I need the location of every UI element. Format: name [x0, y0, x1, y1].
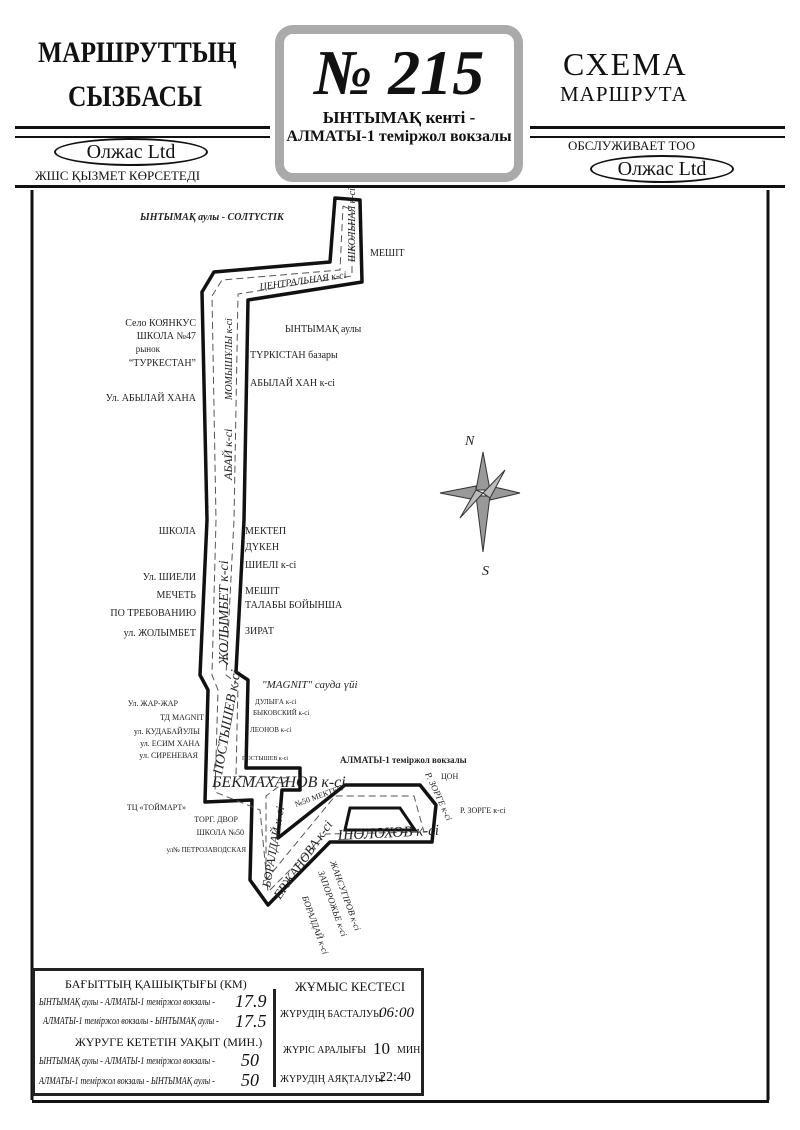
stop-label: ШКОЛА №47: [137, 331, 196, 342]
left-title-line2: СЫЗБАСЫ: [68, 80, 203, 113]
end-label: ЖҮРУДІҢ АЯҚТАЛУЫ: [280, 1074, 384, 1085]
stop-label: Ул. АБЫЛАЙ ХАНА: [106, 392, 197, 404]
stop-label: ЛЕОНОВ к-сі: [250, 726, 291, 734]
distance-value: 17.9: [235, 991, 267, 1011]
street-label: ШКОЛЬНАЯ к-сі: [347, 188, 358, 263]
start-label: ЖҮРУДІҢ БАСТАЛУЫ: [280, 1009, 382, 1020]
right-operator-badge: Олжас Ltd: [590, 155, 734, 183]
right-title-line2: МАРШРУТА: [560, 82, 688, 106]
street-label: БЕКМАХАНОВ к-сі: [211, 774, 346, 791]
stop-label: ДУЛЫҒА к-сі: [255, 698, 297, 706]
stop-label: БЫКОВСКИЙ к-сі: [253, 709, 309, 717]
distance-title: БАҒЫТТЫҢ ҚАШЫҚТЫҒЫ (КМ): [65, 977, 247, 991]
street-label: ШОЛОХОВ к-сі: [336, 823, 439, 844]
stop-label: АБЫЛАЙ ХАН к-сі: [250, 377, 335, 389]
stops-right: МЕШІТ ЫНТЫМАҚ аулы ТҮРКІСТАН базары АБЫЛ…: [242, 248, 506, 815]
stop-label: ул. КУДАБАЙУЛЫ: [134, 727, 200, 736]
divider: [15, 185, 785, 188]
stop-label: ПО ТРЕБОВАНИЮ: [110, 608, 196, 619]
street-label: БОРАЛДАЙ к-сі: [300, 893, 331, 956]
street-label: ЖОЛЫМБЕТ к-сі: [217, 560, 232, 666]
terminus-north: ЫНТЫМАҚ аулы - СОЛТҮСТІК: [139, 212, 285, 223]
stop-label: рынок: [136, 344, 161, 354]
compass-rose-icon: [439, 451, 521, 553]
stop-label: “ТУРКЕСТАН”: [129, 358, 196, 369]
left-operator-badge: Олжас Ltd: [54, 138, 208, 166]
street-label: АБАЙ к-сі: [220, 429, 235, 481]
schedule-title: ЖҰМЫС КЕСТЕСІ: [295, 979, 406, 994]
stop-label: ул. ЕСИМ ХАНА: [140, 739, 200, 748]
stop-label: МЕКТЕП: [245, 526, 286, 537]
route-outline: [198, 196, 438, 907]
start-value: 06:00: [379, 1005, 414, 1021]
stop-label: МЕШІТ: [245, 586, 280, 597]
stop-label: Ул. ЖАР-ЖАР: [128, 699, 179, 708]
stop-label: ШИЕЛІ к-сі: [245, 560, 297, 571]
stop-label: МЕШІТ: [370, 248, 405, 259]
interval-label: ЖҮРІС АРАЛЫҒЫ: [283, 1045, 366, 1056]
stop-label: Село КОЯНКУС: [125, 318, 196, 329]
compass-south: S: [482, 564, 489, 579]
stop-label: ТЦ «ТОЙМАРТ»: [127, 803, 186, 812]
route-to: АЛМАТЫ-1 теміржол вокзалы: [286, 128, 512, 145]
divider: [530, 126, 785, 138]
end-value: 22:40: [379, 1070, 411, 1085]
time-value: 50: [241, 1050, 259, 1070]
stop-label: ПОСТЫШЕВ к-сі: [242, 756, 288, 762]
stop-label: Р. ЗОРГЕ к-сі: [460, 806, 506, 815]
route-number-panel: № 215 ЫНТЫМАҚ кенті - АЛМАТЫ-1 теміржол …: [275, 25, 523, 182]
route-direction-line: [211, 205, 425, 894]
stop-label: ТҮРКІСТАН базары: [250, 350, 338, 361]
stop-label: "MAGNIT" сауда үйі: [262, 679, 358, 691]
stop-label: ШКОЛА №50: [197, 828, 244, 837]
stop-label: ТОРГ. ДВОР: [194, 815, 238, 824]
frame-bottom: [32, 1100, 769, 1103]
station-block: [343, 806, 418, 832]
route-info-table: БАҒЫТТЫҢ ҚАШЫҚТЫҒЫ (КМ) ЫНТЫМАҚ аулы - А…: [32, 968, 424, 1096]
street-label: МОМЫШҰЛЫ к-сі: [224, 318, 235, 401]
stops-left: Село КОЯНКУС ШКОЛА №47 рынок “ТУРКЕСТАН”…: [106, 318, 247, 854]
stop-label: ЦОН: [441, 772, 458, 781]
stop-label: Ул. ШИЕЛИ: [143, 572, 196, 583]
divider: [15, 126, 270, 138]
table-divider: [273, 989, 276, 1087]
stop-label: ЫНТЫМАҚ аулы: [285, 324, 362, 335]
compass-north: N: [464, 434, 475, 449]
left-service-text: ЖШС ҚЫЗМЕТ КӨРСЕТЕДІ: [35, 168, 201, 183]
route-from: ЫНТЫМАҚ кенті -: [322, 108, 476, 127]
stop-label: ул. ЖОЛЫМБЕТ: [124, 628, 196, 639]
terminus-south: АЛМАТЫ-1 теміржол вокзалы: [340, 755, 467, 765]
stop-label: ШКОЛА: [159, 526, 197, 537]
stop-label: МЕЧЕТЬ: [157, 590, 197, 601]
right-service-text: ОБСЛУЖИВАЕТ ТОО: [568, 138, 696, 153]
interval-unit: МИН: [397, 1045, 421, 1056]
stop-label: ул. СИРЕНЕВАЯ: [139, 751, 198, 760]
time-label: ЫНТЫМАҚ аулы - АЛМАТЫ-1 теміржол вокзалы…: [39, 1056, 215, 1067]
stop-label: ТАЛАБЫ БОЙЫНША: [245, 599, 343, 611]
distance-label: АЛМАТЫ-1 теміржол вокзалы - ЫНТЫМАҚ аулы…: [43, 1016, 219, 1027]
stop-label: ДҮКЕН: [245, 542, 279, 553]
distance-label: ЫНТЫМАҚ аулы - АЛМАТЫ-1 теміржол вокзалы…: [39, 997, 215, 1008]
time-label: АЛМАТЫ-1 теміржол вокзалы - ЫНТЫМАҚ аулы…: [39, 1076, 215, 1087]
time-value: 50: [241, 1070, 259, 1090]
right-title-line1: СХЕМА: [563, 46, 688, 82]
time-title: ЖҮРУГЕ КЕТЕТІН УАҚЫТ (МИН.): [75, 1035, 263, 1049]
interval-value: 10: [373, 1039, 390, 1058]
stop-label: ул№ ПЕТРОЗАВОДСКАЯ: [166, 846, 246, 854]
stop-label: ЗИРАТ: [245, 626, 274, 637]
distance-value: 17.5: [235, 1011, 267, 1031]
route-number: № 215: [313, 37, 485, 108]
left-title-line1: МАРШРУТТЫҢ: [38, 36, 237, 69]
stop-label: ТД MAGNIT: [160, 713, 204, 722]
